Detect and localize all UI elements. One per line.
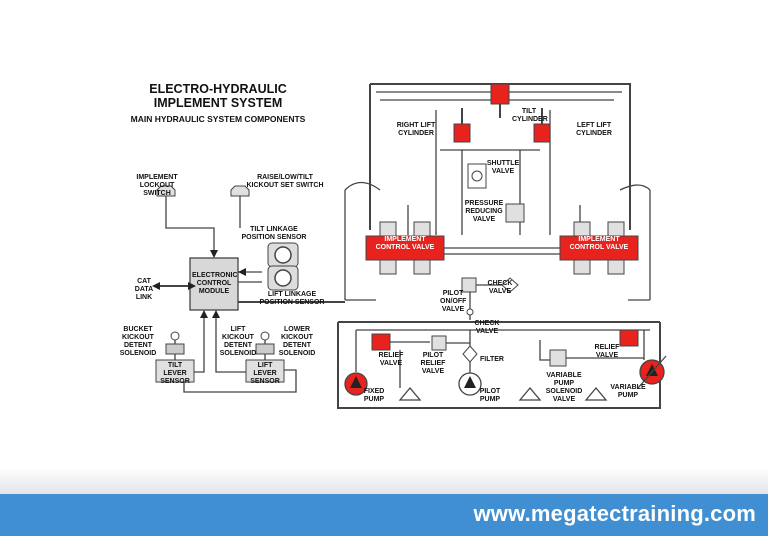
label-right-lift-cylinder: RIGHT LIFT CYLINDER [396,122,436,137]
label-tilt-linkage-sensor: TILT LINKAGE POSITION SENSOR [241,226,307,241]
footer-url[interactable]: www.megatectraining.com [473,501,756,526]
pilot-relief-valve-symbol [431,335,447,351]
label-check-valve-lower: CHECK VALVE [474,320,500,335]
label-variable-pump: VARIABLE PUMP [610,384,646,399]
footer-bar: www.megatectraining.com [0,494,768,536]
label-left-lift-cylinder: LEFT LIFT CYLINDER [576,122,612,137]
kickout-switch-symbol [230,185,250,197]
pressure-reducing-valve-symbol [505,203,525,223]
label-lift-linkage-sensor: LIFT LINKAGE POSITION SENSOR [259,291,325,306]
label-pilot-relief-valve: PILOT RELIEF VALVE [420,352,446,375]
label-lift-lever-sensor: LIFT LEVER SENSOR [250,362,280,385]
label-implement-lockout-switch: IMPLEMENT LOCKOUT SWITCH [136,174,178,197]
label-shuttle-valve: SHUTTLE VALVE [486,160,520,175]
right-relief-valve-symbol [619,329,639,347]
hydraulic-schematic [152,83,667,409]
label-fixed-pump: FIXED PUMP [363,388,385,403]
label-pilot-onoff-valve: PILOT ON/OFF VALVE [440,290,467,313]
diagram-subtitle: MAIN HYDRAULIC SYSTEM COMPONENTS [130,114,306,124]
label-bucket-kickout-solenoid: BUCKET KICKOUT DETENT SOLENOID [119,326,157,357]
label-implement-control-valve-right: IMPLEMENT CONTROL VALVE [569,236,629,251]
label-cat-data-link: CAT DATA LINK [134,278,154,301]
title-line-1: ELECTRO-HYDRAULIC [149,82,287,96]
right-lift-cylinder-symbol [453,123,471,143]
label-tilt-cylinder: TILT CYLINDER [512,108,548,123]
label-raise-low-tilt-switch: RAISE/LOW/TILT KICKOUT SET SWITCH [246,174,324,189]
title-line-2: IMPLEMENT SYSTEM [153,96,283,110]
label-relief-valve-right: RELIEF VALVE [594,344,620,359]
label-check-valve-upper: CHECK VALVE [487,280,513,295]
label-ecm: ELECTRONIC CONTROL MODULE [192,272,238,295]
left-relief-valve-symbol [371,333,391,351]
label-pressure-reducing-valve: PRESSURE REDUCING VALVE [464,200,504,223]
label-lower-kickout-solenoid: LOWER KICKOUT DETENT SOLENOID [278,326,316,357]
left-lift-cylinder-symbol [533,123,551,143]
variable-pump-solenoid-symbol [549,349,567,367]
label-variable-pump-solenoid: VARIABLE PUMP SOLENOID VALVE [545,372,583,403]
lockout-switch-symbol [156,185,176,197]
label-filter: FILTER [480,356,504,363]
tilt-cylinder-symbol [490,83,510,105]
label-lift-kickout-solenoid: LIFT KICKOUT DETENT SOLENOID [219,326,257,357]
label-relief-valve-left: RELIEF VALVE [378,352,404,367]
label-tilt-lever-sensor: TILT LEVER SENSOR [160,362,190,385]
diagram-title: ELECTRO-HYDRAULIC IMPLEMENT SYSTEM [120,82,316,110]
label-implement-control-valve-left: IMPLEMENT CONTROL VALVE [375,236,435,251]
left-control-valve-symbol [365,235,445,261]
label-pilot-pump: PILOT PUMP [479,388,501,403]
footer-fade [0,468,768,494]
